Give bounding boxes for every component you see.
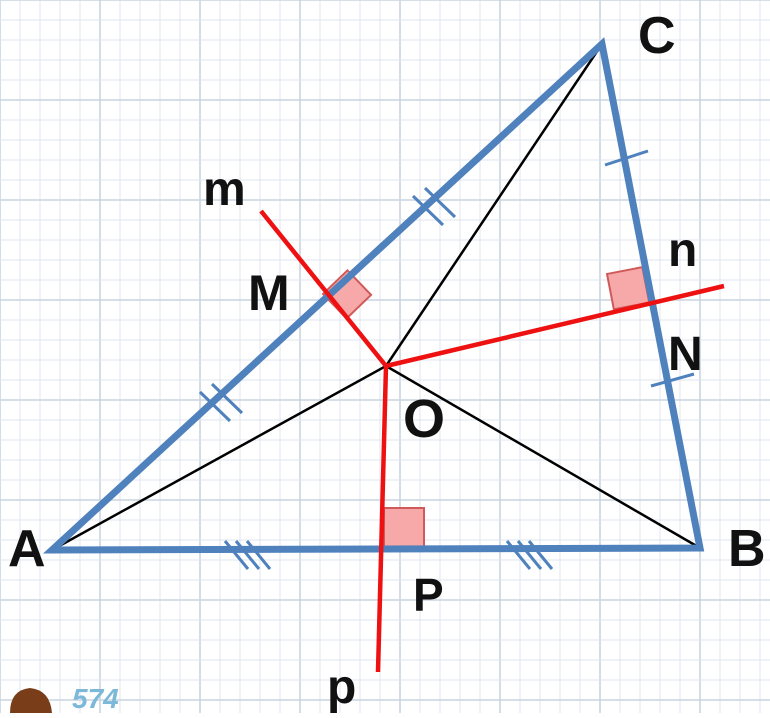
bisector-p (375, 365, 389, 673)
logo-numbers: 574 (72, 683, 119, 713)
label-line-n: n (668, 224, 697, 277)
label-line-p: p (327, 661, 356, 713)
right-angle-marker-P (383, 507, 425, 549)
label-vertex-B: B (728, 520, 766, 578)
triangle-ABC (42, 37, 705, 554)
label-vertex-C: C (638, 7, 676, 65)
label-center-O: O (403, 389, 445, 449)
segment-OC (384, 43, 604, 367)
segment-OB (385, 364, 701, 550)
label-midpoint-M: M (248, 265, 290, 321)
bisector-m (259, 209, 388, 368)
segment-OA (51, 364, 387, 552)
logo-figure (10, 688, 52, 713)
label-midpoint-P: P (413, 569, 444, 621)
right-angle-marker-M (321, 268, 373, 320)
bisector-n (385, 283, 725, 369)
tick-marks (198, 149, 695, 570)
logo: 574 (10, 683, 119, 714)
label-vertex-A: A (8, 520, 46, 578)
label-midpoint-N: N (668, 328, 703, 381)
label-line-m: m (203, 163, 246, 216)
